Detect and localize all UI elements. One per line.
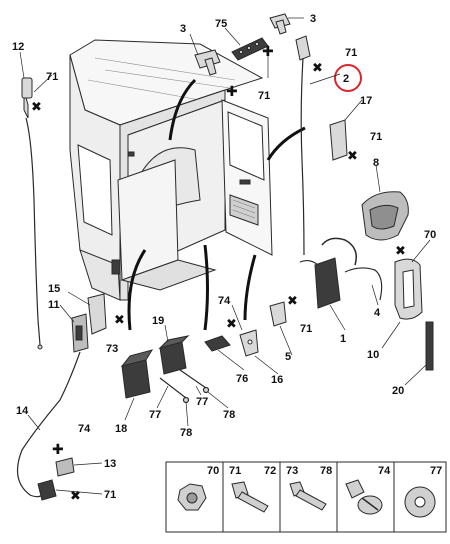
callout-15: 15	[48, 283, 60, 295]
svg-text:✖: ✖	[31, 100, 42, 115]
part-16-bracket	[239, 329, 259, 357]
callout-13: 13	[104, 458, 116, 470]
flange-screw-icon	[345, 479, 383, 515]
legend-label-70: 70	[207, 465, 219, 477]
callout-12: 12	[12, 41, 24, 53]
svg-text:✚: ✚	[226, 84, 238, 100]
callout-78-a: 78	[180, 427, 192, 439]
part-3-hinge-right	[269, 13, 291, 35]
callout-18: 18	[115, 423, 127, 435]
svg-text:✖: ✖	[226, 317, 237, 332]
part-76-pad	[204, 335, 231, 352]
svg-text:✖: ✖	[70, 489, 81, 504]
svg-text:✚: ✚	[52, 442, 64, 458]
callout-16: 16	[271, 374, 283, 386]
screws-77-78	[159, 369, 210, 404]
van-body	[69, 39, 273, 301]
callout-11: 11	[48, 299, 60, 311]
callout-19: 19	[152, 315, 164, 327]
nut-icon	[177, 483, 207, 511]
callout-5: 5	[285, 351, 291, 363]
part-1-lock	[299, 237, 357, 309]
part-20-strip	[425, 321, 434, 371]
callout-71-d: 71	[370, 131, 382, 143]
part-15-plate	[87, 293, 107, 335]
callout-71-c: 71	[345, 47, 357, 59]
part-10-handle	[394, 258, 423, 320]
part-18-bumper	[120, 349, 154, 399]
callout-77-a: 77	[149, 409, 161, 421]
callout-77-b: 77	[196, 396, 208, 408]
callout-1: 1	[340, 333, 346, 345]
callout-74-b: 74	[78, 423, 91, 435]
part-11-hinge	[71, 313, 89, 353]
part-12-rod	[21, 77, 43, 350]
part-2-rod	[295, 35, 311, 256]
svg-text:✖: ✖	[287, 294, 298, 309]
legend-label-73: 73	[286, 465, 298, 477]
fastener-markers: ✖ ✚ ✚ ✖ ✖ ✖ ✖ ✖ ✖ ✚ ✖	[31, 44, 406, 504]
svg-text:✖: ✖	[312, 61, 323, 76]
legend-label-77: 77	[430, 465, 442, 477]
bolt-icon	[289, 481, 327, 511]
part-17-bracket	[329, 119, 348, 161]
callout-74-a: 74	[218, 295, 231, 307]
callout-76: 76	[236, 373, 248, 385]
svg-text:✖: ✖	[114, 313, 125, 328]
part-14-cable	[16, 351, 81, 498]
washer-icon	[404, 486, 436, 518]
leader-lines	[19, 17, 431, 495]
callout-78-b: 78	[223, 409, 235, 421]
callout-3-b: 3	[310, 13, 316, 25]
callout-71-b: 71	[258, 90, 270, 102]
cable-end	[37, 479, 57, 501]
part-4-rod	[344, 267, 383, 301]
callout-17: 17	[360, 95, 372, 107]
fastener-legend: 70 71 72 73 78 74 77	[165, 461, 447, 533]
callout-numbers: 12 71 3 75 3 71 2 71 17 71 8 70 4 1 10 2…	[12, 13, 436, 501]
callout-8: 8	[373, 157, 379, 169]
part-3-hinge-left	[194, 49, 221, 76]
highlight-circle	[334, 64, 362, 92]
callout-73: 73	[106, 343, 118, 355]
part-13-clip	[55, 457, 75, 477]
callout-20: 20	[392, 385, 404, 397]
part-5-striker	[269, 301, 287, 327]
legend-label-78: 78	[320, 465, 332, 477]
svg-text:✖: ✖	[395, 244, 406, 259]
legend-label-71: 71	[229, 465, 241, 477]
callout-3-a: 3	[180, 23, 186, 35]
part-19-bumper	[158, 335, 190, 375]
hex-bolt-icon	[231, 481, 269, 513]
callout-75: 75	[215, 18, 227, 30]
callout-71-a: 71	[46, 71, 58, 83]
callout-71-f: 71	[104, 489, 116, 501]
svg-text:✖: ✖	[347, 149, 358, 164]
callout-2: 2	[343, 73, 349, 85]
part-75-plate	[231, 37, 269, 61]
callout-4: 4	[374, 307, 381, 319]
callout-71-e: 71	[300, 323, 312, 335]
callout-10: 10	[367, 349, 379, 361]
part-8-handle-cover	[361, 191, 409, 241]
legend-label-72: 72	[264, 465, 276, 477]
svg-text:✚: ✚	[262, 44, 274, 60]
legend-label-74: 74	[378, 465, 391, 477]
callout-70: 70	[424, 229, 436, 241]
callout-14: 14	[16, 405, 29, 417]
